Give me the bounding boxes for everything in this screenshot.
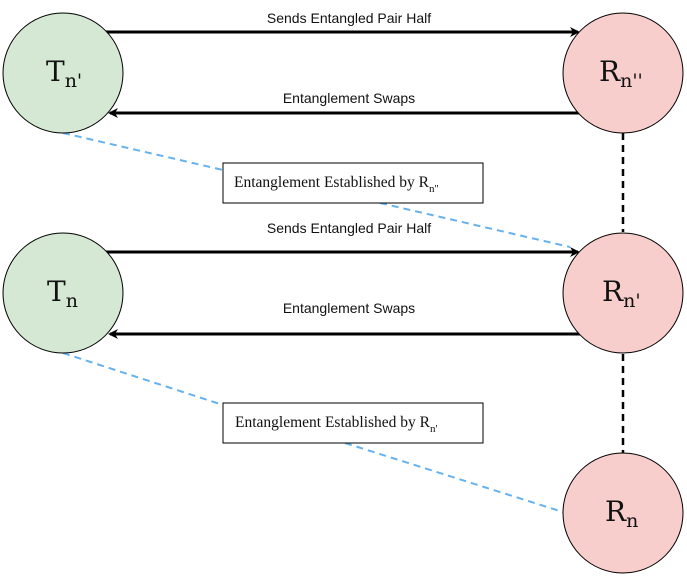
svg-text:Entanglement Established by Rn: Entanglement Established by Rn'' bbox=[234, 174, 438, 195]
node-t-top-main: T bbox=[46, 55, 65, 88]
node-t-top-sub: n' bbox=[65, 70, 82, 92]
node-r-bottom-sub: n bbox=[626, 510, 638, 532]
link-box-top-to-r-mid bbox=[379, 202, 571, 248]
node-t-bottom: Tn bbox=[2, 232, 124, 354]
box-top-sub: n'' bbox=[429, 183, 438, 195]
node-t-top: Tn' bbox=[2, 12, 124, 134]
node-r-bottom-main: R bbox=[605, 495, 627, 528]
svg-text:Rn': Rn' bbox=[602, 275, 641, 312]
box-top-text: Entanglement Established by R bbox=[234, 174, 430, 191]
edge-label-top-swap: Entanglement Swaps bbox=[283, 90, 415, 106]
edge-label-mid-send: Sends Entangled Pair Half bbox=[267, 220, 431, 236]
edge-label-mid-swap: Entanglement Swaps bbox=[283, 300, 415, 316]
svg-text:Rn'': Rn'' bbox=[599, 55, 643, 92]
node-r-mid-sub: n' bbox=[623, 290, 640, 312]
node-r-top-main: R bbox=[599, 55, 621, 88]
svg-text:Tn': Tn' bbox=[46, 55, 82, 92]
node-r-top-sub: n'' bbox=[620, 70, 643, 92]
link-t-bottom-to-box-bottom bbox=[62, 352, 224, 406]
node-r-mid: Rn' bbox=[562, 232, 684, 354]
node-r-mid-main: R bbox=[602, 275, 624, 308]
box-established-top: Entanglement Established by Rn'' bbox=[222, 162, 484, 204]
box-bottom-text: Entanglement Established by R bbox=[235, 414, 431, 431]
svg-text:Rn: Rn bbox=[605, 495, 638, 532]
link-box-bottom-to-r-bottom bbox=[344, 442, 564, 513]
node-t-bottom-main: T bbox=[47, 275, 66, 308]
box-established-bottom: Entanglement Established by Rn' bbox=[222, 402, 484, 444]
svg-text:Entanglement Established by Rn: Entanglement Established by Rn' bbox=[235, 414, 438, 435]
link-t-top-to-box-top bbox=[62, 132, 224, 171]
box-bottom-sub: n' bbox=[430, 423, 438, 435]
node-r-top: Rn'' bbox=[562, 12, 684, 134]
edge-label-top-send: Sends Entangled Pair Half bbox=[267, 10, 431, 26]
svg-text:Tn: Tn bbox=[47, 275, 78, 312]
node-r-bottom: Rn bbox=[562, 452, 684, 574]
node-t-bottom-sub: n bbox=[66, 290, 78, 312]
